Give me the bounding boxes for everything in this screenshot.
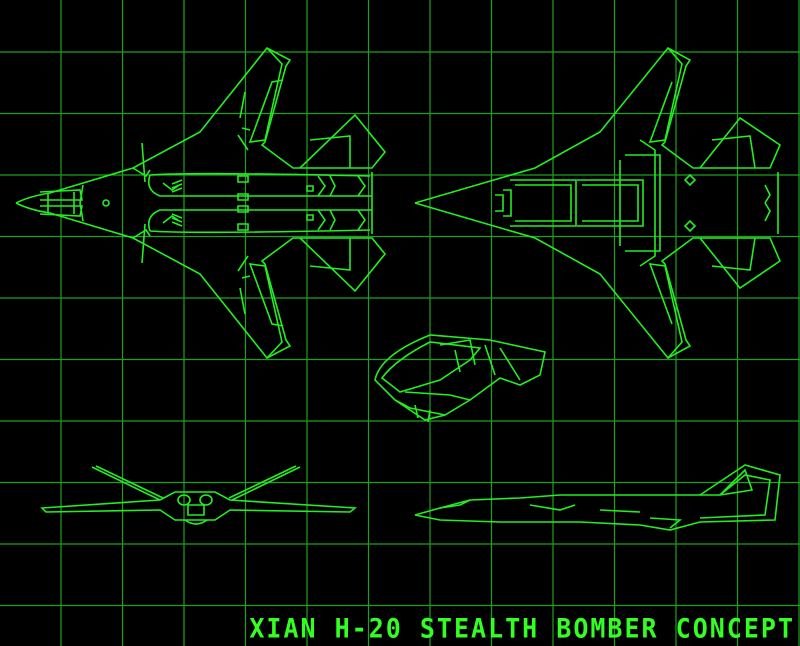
- bottom-view-aircraft: [414, 46, 781, 360]
- cockpit-detail: [374, 334, 546, 423]
- side-view-aircraft: [414, 464, 781, 531]
- front-view-aircraft: [40, 465, 358, 525]
- sensor-port: [102, 199, 110, 207]
- top-view-aircraft: [15, 46, 387, 360]
- drawing-title: XIAN H-20 STEALTH BOMBER CONCEPT: [249, 613, 795, 644]
